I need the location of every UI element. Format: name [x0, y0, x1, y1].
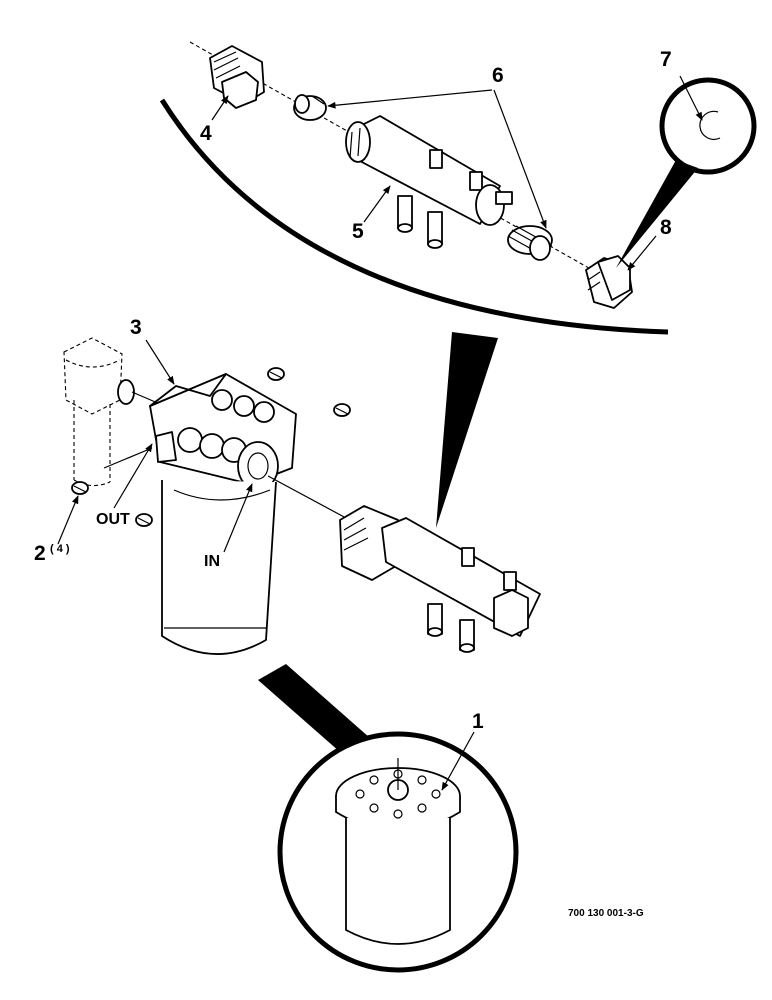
filter-element-part-1	[335, 758, 461, 945]
fitting-part-4	[209, 45, 265, 109]
callout-8: 8	[660, 216, 672, 239]
leader-8	[627, 235, 657, 271]
callout-1: 1	[472, 710, 484, 733]
leader-4	[211, 95, 229, 121]
set-screw-part-2-c	[71, 481, 89, 495]
leader-5	[363, 185, 391, 223]
port-label-in: IN	[204, 553, 220, 570]
set-screw-part-2-d	[135, 513, 153, 527]
callout-2: 2	[34, 542, 46, 565]
set-screw-part-2-a	[267, 367, 285, 381]
leader-2	[57, 495, 79, 545]
leader-out	[113, 443, 153, 509]
leader-1	[441, 731, 475, 791]
leader-in	[223, 483, 253, 553]
callout-3: 3	[130, 316, 142, 339]
manifold-assembled	[339, 505, 541, 653]
callout-7: 7	[660, 48, 672, 71]
out-flow-line	[103, 447, 153, 469]
plug-part-8	[585, 255, 633, 309]
leader-3	[145, 339, 175, 385]
check-valve-spring	[507, 225, 553, 261]
leader-7	[679, 75, 703, 121]
check-valve-poppet	[293, 94, 327, 121]
port-label-out: OUT	[96, 511, 130, 528]
in-flow-line	[267, 475, 347, 519]
element-pointer-wedge	[258, 664, 370, 752]
o-ring-detail	[616, 77, 757, 268]
set-screw-part-2-b	[333, 403, 351, 417]
filter-head-part-3	[149, 373, 297, 491]
callout-2-quantity: ( 4 )	[50, 543, 70, 555]
detail-boundary-arc	[159, 98, 669, 335]
callout-4: 4	[200, 122, 212, 145]
leader-6-poppet	[327, 89, 493, 109]
figure-reference: 700 130 001-3-G	[568, 908, 644, 919]
manifold-part-5	[345, 115, 513, 249]
filter-bowl	[161, 480, 277, 655]
leader-6-spring	[493, 89, 547, 229]
reference-elbow-dashed	[63, 337, 161, 487]
detail-pointer-wedge	[436, 332, 498, 528]
callout-6: 6	[492, 64, 504, 87]
callout-5: 5	[352, 220, 364, 243]
